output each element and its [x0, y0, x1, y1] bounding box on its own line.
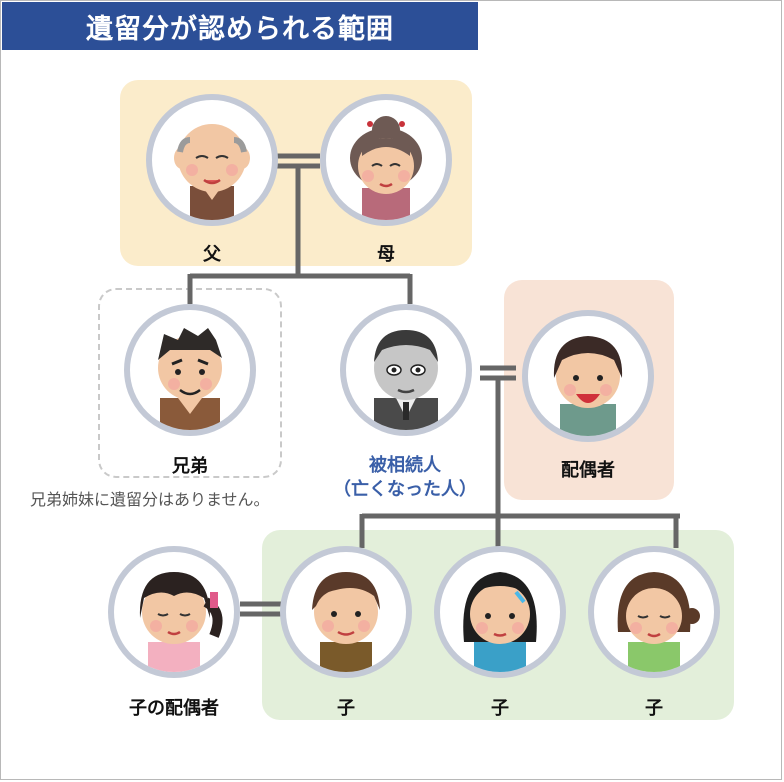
spouse-label: 配偶者	[561, 460, 615, 481]
child-spouse-avatar	[108, 546, 240, 678]
sibling-note: 兄弟姉妹に遺留分はありません。	[30, 490, 270, 509]
child3-label: 子	[645, 698, 663, 719]
deceased-label-line2: （亡くなった人）	[333, 479, 477, 500]
mother-avatar	[320, 94, 452, 226]
mother-label: 母	[377, 244, 395, 265]
child3-avatar	[588, 546, 720, 678]
sibling-avatar	[124, 304, 256, 436]
child1-label: 子	[337, 698, 355, 719]
deceased-avatar	[340, 304, 472, 436]
child2-avatar	[434, 546, 566, 678]
father-label: 父	[203, 244, 221, 265]
sibling-label: 兄弟	[172, 456, 208, 477]
child2-label: 子	[491, 698, 509, 719]
child-spouse-label: 子の配偶者	[129, 698, 219, 719]
spouse-avatar	[522, 310, 654, 442]
father-avatar	[146, 94, 278, 226]
child1-avatar	[280, 546, 412, 678]
deceased-label-line1: 被相続人	[369, 455, 441, 476]
page-title: 遺留分が認められる範囲	[2, 2, 478, 50]
